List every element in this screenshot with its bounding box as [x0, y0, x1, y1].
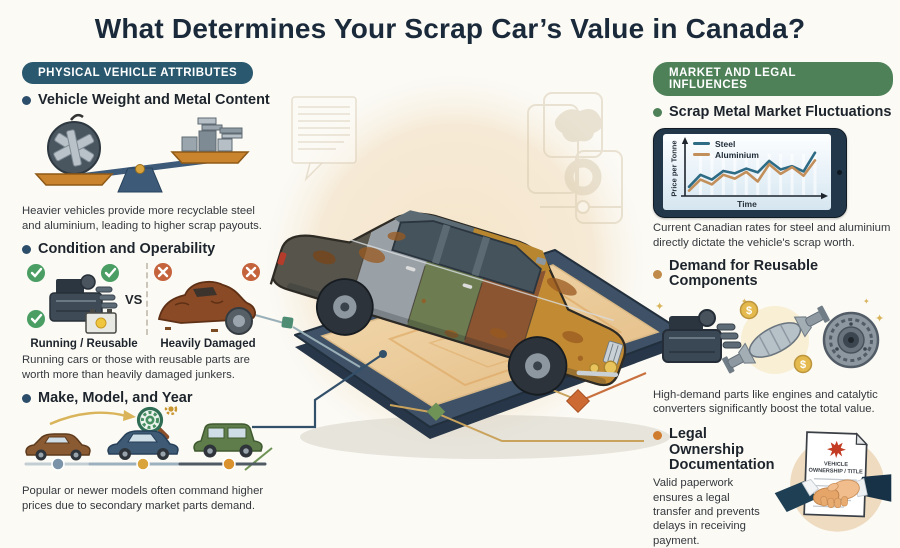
circuit-lines: [244, 312, 647, 471]
section-weight-heading: Vehicle Weight and Metal Content: [22, 92, 270, 108]
car-models-timeline: [24, 403, 267, 472]
section-legal-body: Valid paperwork ensures a legal transfer…: [653, 477, 760, 547]
steel-legend-swatch: [693, 142, 710, 146]
vs-label: VS: [125, 291, 143, 307]
taillight-icon: [277, 252, 287, 266]
section-market-heading: Scrap Metal Market Fluctuations: [653, 104, 893, 120]
section-condition-body: Running cars or those with reusable part…: [22, 354, 250, 381]
classic-car-icon: [25, 433, 91, 461]
tablet-platform: [294, 249, 686, 459]
svg-text:✦: ✦: [875, 313, 884, 325]
rust-patches: [312, 231, 584, 361]
section-make-model-heading: Make, Model, and Year: [22, 391, 270, 406]
background-halo: [255, 65, 655, 465]
bullet-icon: [22, 394, 31, 404]
sedan-car-icon: [107, 430, 179, 461]
engine-part-icon: [662, 308, 742, 363]
bullet-icon: [653, 108, 662, 118]
running-reusable-label: Running / Reusable: [30, 338, 138, 351]
y-axis-label: Price per Tonne: [669, 140, 679, 197]
svg-text:✦: ✦: [741, 297, 748, 306]
ownership-handshake-illustration: VEHICLE OWNERSHIP / TITLE: [774, 431, 892, 533]
timeline: [24, 457, 267, 472]
legal-section: Legal Ownership Documentation Valid pape…: [653, 418, 893, 548]
gold-gear-icon: [164, 403, 178, 416]
svg-text:$: $: [800, 359, 806, 371]
svg-text:$: $: [746, 305, 752, 317]
aluminium-legend-label: Aluminium: [715, 149, 759, 160]
physical-attributes-column: PHYSICAL VEHICLE ATTRIBUTES Vehicle Weig…: [22, 62, 270, 513]
section-condition-heading: Condition and Operability: [22, 241, 270, 257]
section-demand-body: High-demand parts like engines and catal…: [653, 388, 878, 416]
handshake-icon: [774, 474, 892, 513]
dollar-coin-icon: $ $: [739, 300, 813, 373]
x-axis-label: Time: [737, 199, 757, 210]
arrow-icon: [49, 412, 127, 426]
price-chart: Steel Aluminium Price per Tonne Time: [663, 134, 831, 211]
battery-icon: [85, 309, 117, 335]
engine-icon: [27, 264, 119, 335]
physical-attributes-header-badge: PHYSICAL VEHICLE ATTRIBUTES: [22, 62, 254, 84]
tablet-camera-icon: [837, 170, 842, 176]
suv-car-icon: [193, 423, 263, 458]
section-weight-body: Heavier vehicles provide more recyclable…: [22, 205, 262, 232]
section-make-model-body: Popular or newer models often command hi…: [22, 485, 264, 512]
faint-document-icon: [291, 96, 357, 182]
svg-text:✦: ✦: [655, 301, 664, 313]
dashed-divider: [146, 263, 149, 336]
section-market-body: Current Canadian rates for steel and alu…: [653, 222, 891, 249]
cross-icon: [154, 263, 261, 282]
faint-gear-shapes-icon: [527, 92, 623, 224]
bullet-icon: [653, 269, 662, 279]
line-chart: [681, 137, 828, 200]
center-illustration: [240, 55, 690, 485]
damaged-car-icon: [154, 263, 261, 336]
scale-pan: [34, 173, 114, 186]
alternator-icon: [822, 311, 880, 368]
bullet-icon: [22, 96, 31, 106]
heavily-damaged-label: Heavily Damaged: [160, 338, 256, 351]
balance-scale-icon: [34, 114, 250, 193]
svg-text:✦: ✦: [863, 297, 870, 306]
steel-legend-label: Steel: [715, 138, 736, 149]
car-wheel: [316, 278, 568, 396]
reusable-parts-illustration: ✦ ✦ ✦ ✦: [655, 297, 884, 374]
scrap-car-icon: [269, 175, 648, 396]
maple-leaf-icon: [827, 441, 846, 459]
bullet-icon: [22, 245, 31, 255]
headlight-icon: [603, 360, 618, 375]
document-label-line1: VEHICLE: [824, 462, 849, 469]
bullet-icon: [653, 431, 662, 441]
section-demand-heading: Demand for Reusable Components: [653, 258, 893, 289]
aluminium-legend-swatch: [693, 153, 710, 157]
catalytic-converter-icon: [721, 305, 830, 374]
price-chart-tablet: Steel Aluminium Price per Tonne Time: [653, 128, 847, 219]
infographic-canvas: What Determines Your Scrap Car’s Value i…: [22, 13, 893, 547]
condition-labels: Running / Reusable Heavily Damaged: [22, 338, 270, 350]
check-icon: [27, 264, 119, 329]
market-legal-column: MARKET AND LEGAL INFLUENCES Scrap Metal …: [653, 62, 893, 548]
market-legal-header-badge: MARKET AND LEGAL INFLUENCES: [653, 62, 893, 96]
condition-comparison: VS: [22, 261, 270, 337]
document-label-line2: OWNERSHIP / TITLE: [808, 468, 863, 476]
scrap-car-on-tablet-illustration: [244, 65, 686, 471]
page-title: What Determines Your Scrap Car’s Value i…: [94, 13, 806, 44]
chart-legend: Steel Aluminium: [693, 138, 759, 160]
metal-cubes-icon: [181, 117, 243, 152]
section-legal-heading: Legal Ownership Documentation: [653, 427, 775, 473]
